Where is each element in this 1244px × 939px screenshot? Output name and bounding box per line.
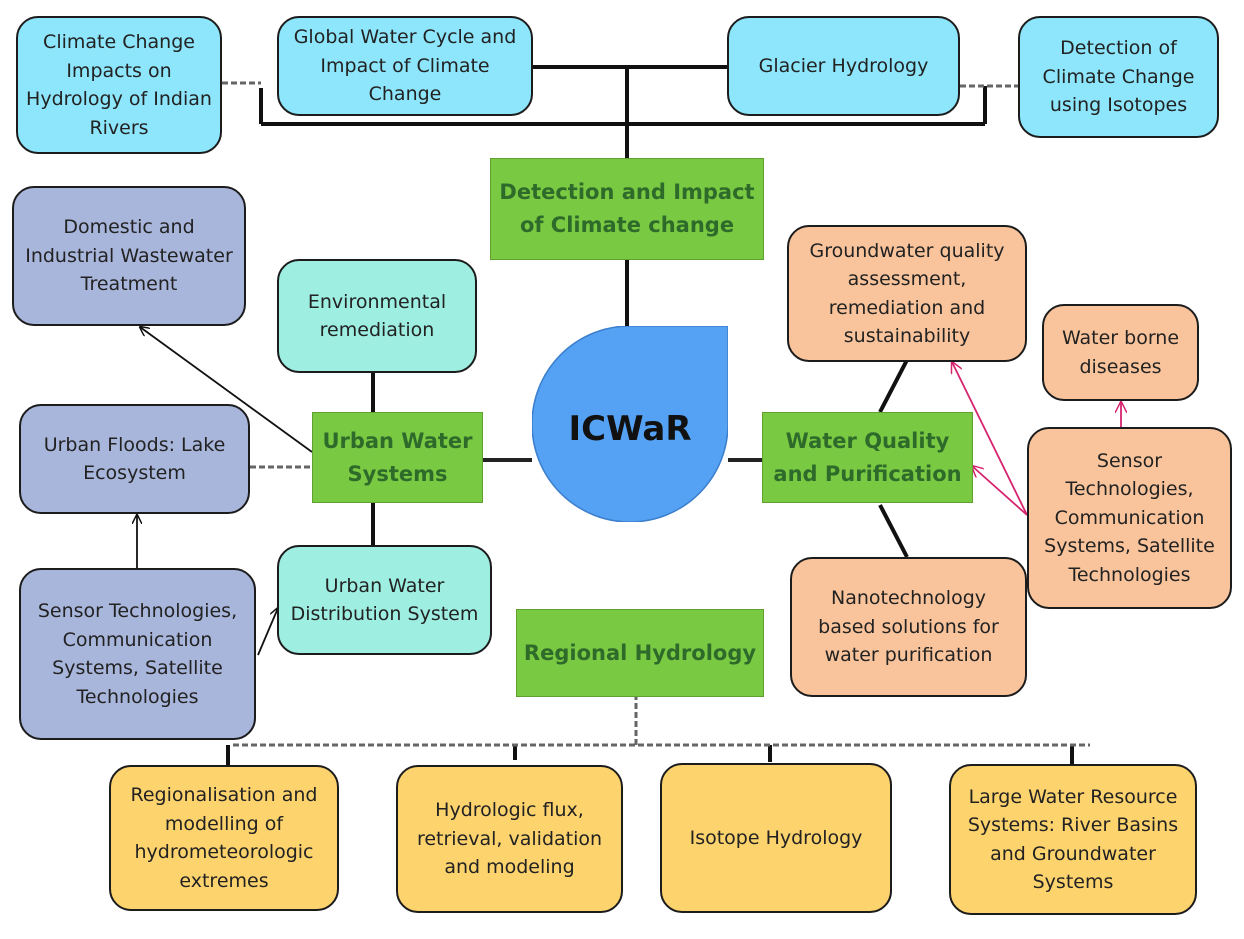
global-water-cycle-node: Global Water Cycle and Impact of Climate… bbox=[277, 16, 533, 116]
hub-climate-change: Detection and Impact of Climate change bbox=[490, 158, 764, 260]
urban-sensor-technologies-node: Sensor Technologies, Communication Syste… bbox=[19, 568, 256, 740]
center-drop-shape bbox=[532, 326, 728, 522]
urban-water-distribution-node: Urban Water Distribution System bbox=[277, 545, 492, 655]
waterborne-diseases-node: Water borne diseases bbox=[1042, 304, 1199, 401]
quality-sensor-technologies-node: Sensor Technologies, Communication Syste… bbox=[1027, 427, 1232, 609]
center-label: ICWaR bbox=[568, 409, 692, 449]
nanotechnology-node: Nanotechnology based solutions for water… bbox=[790, 557, 1027, 697]
hub-urban-water-systems: Urban Water Systems bbox=[312, 412, 483, 503]
hub-water-quality: Water Quality and Purification bbox=[762, 412, 973, 503]
isotopes-detection-node: Detection of Climate Change using Isotop… bbox=[1018, 16, 1219, 138]
regionalisation-node: Regionalisation and modelling of hydrome… bbox=[109, 765, 339, 911]
domestic-wastewater-node: Domestic and Industrial Wastewater Treat… bbox=[12, 186, 246, 326]
groundwater-quality-node: Groundwater quality assessment, remediat… bbox=[787, 225, 1027, 362]
hydrologic-flux-node: Hydrologic flux, retrieval, validation a… bbox=[396, 765, 623, 913]
glacier-hydrology-node: Glacier Hydrology bbox=[727, 16, 960, 116]
isotope-hydrology-node: Isotope Hydrology bbox=[660, 763, 892, 913]
urban-floods-node: Urban Floods: Lake Ecosystem bbox=[19, 404, 250, 514]
hub-regional-hydrology: Regional Hydrology bbox=[516, 609, 764, 697]
environmental-remediation-node: Environmental remediation bbox=[277, 259, 477, 373]
large-water-systems-node: Large Water Resource Systems: River Basi… bbox=[949, 764, 1197, 915]
climate-impacts-indian-rivers-node: Climate Change Impacts on Hydrology of I… bbox=[16, 16, 222, 154]
